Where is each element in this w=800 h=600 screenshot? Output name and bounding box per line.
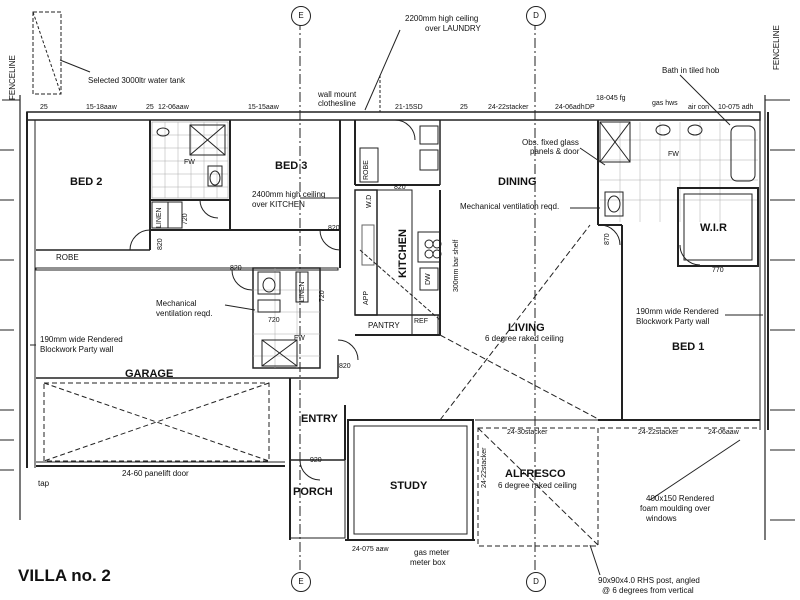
room-alfresco: ALFRESCO [505,468,566,480]
room-garage: GARAGE [125,368,174,380]
grid-bubble-d-bottom: D [526,572,546,592]
top-dim-3: 12-06aaw [158,104,189,111]
grid-bubble-e-bottom: E [291,572,311,592]
mech-vent-note-2a: Mechanical [156,299,197,308]
gas-meter-note-1: gas meter [414,548,450,557]
dim-820-laundry: 820 [394,184,406,191]
room-study: STUDY [390,480,428,492]
floor-waste-bath: FW [294,335,305,342]
north-wall [26,111,761,121]
fenceline-right-label: FENCELINE [772,25,781,70]
grid-bubble-d-top: D [526,6,546,26]
wir-walls [677,187,759,267]
mech-vent-note-1: Mechanical ventilation reqd. [460,202,560,211]
bed1-stacker-dim: 24-22stacker [638,429,679,436]
garage-car-outline [43,382,270,462]
post-note-1: 90x90x4.0 RHS post, angled [598,576,700,585]
dim-720-bed2: 720 [182,213,189,225]
room-linen-bath: LINEN [299,281,306,302]
top-dim-8: 24-06adh [555,104,585,111]
ceiling-kitchen-note-1: 2400mm high ceiling [252,190,326,199]
top-dim-1: 15-18aaw [86,104,117,111]
alfresco-raked-note: 6 degree raked ceiling [498,481,577,490]
alfresco-stacker-dim: 24-22stacker [481,447,488,488]
floor-waste-bed2: FW [184,159,195,166]
dishwasher-label: DW [425,273,432,285]
bed1-window-dim: 24-06aaw [708,429,739,436]
room-bed2: BED 2 [70,176,103,188]
room-entry: ENTRY [301,413,338,425]
grid-bubble-e-top: E [291,6,311,26]
room-porch: PORCH [293,486,333,498]
appliance-label: APP [363,290,370,305]
top-dim-7: 24-22stacker [488,104,529,111]
garage-walls [35,267,339,271]
dim-820-hall: 820 [230,265,242,272]
foam-note-1: 400x150 Rendered [646,494,715,503]
living-stacker-dim: 24-30stacker [507,429,548,436]
room-living: LIVING [508,322,545,334]
party-wall-right-2: Blockwork Party wall [636,317,710,326]
room-bed3: BED 3 [275,160,308,172]
dim-770: 770 [712,267,724,274]
room-dining: DINING [498,176,537,188]
dim-870: 870 [604,233,611,245]
top-dim-4: 15-15aaw [248,104,279,111]
room-robe-laundry: ROBE [363,160,370,180]
room-bed1: BED 1 [672,341,705,353]
top-dim-9: DP [585,104,595,111]
top-dim-13: 10-075 adh [718,104,754,111]
bath-note: Bath in tiled hob [662,66,720,75]
party-wall-left-1: 190mm wide Rendered [40,335,123,344]
dim-720-bath: 720 [268,317,280,324]
dim-820-bed2: 820 [157,238,164,250]
dim-820-bed3: 820 [328,225,340,232]
obs-glass-note-2: panels & door [530,147,580,156]
water-tank [32,11,62,95]
mech-vent-note-2b: ventilation reqd. [156,309,213,318]
room-pantry: PANTRY [368,321,400,330]
clothesline-note-1: wall mount [318,90,357,99]
plan-title: VILLA no. 2 [18,566,111,585]
room-robe-bed2: ROBE [56,253,79,262]
study-window-dim: 24-075 aaw [352,546,389,553]
water-tank-note: Selected 3000ltr water tank [88,76,185,85]
gas-meter-note-2: meter box [410,558,446,567]
dim-920: 920 [310,457,322,464]
tap-note: tap [38,479,50,488]
top-dim-2: 25 [146,104,154,111]
top-dim-5: 21-15SD [395,104,423,111]
bar-shelf-note: 300mm bar shelf [453,239,460,292]
top-dim-12: air con [688,104,710,111]
top-dim-6: 25 [460,104,468,111]
clothesline-note-2: clothesline [318,99,356,108]
ensuite-tile-grid [151,121,229,199]
post-note-2: @ 6 degrees from vertical [602,586,694,595]
floor-waste-master: FW [668,151,679,158]
obs-glass-note-1: Obs. fixed glass [522,138,579,147]
room-linen-bed2: LINEN [156,207,163,228]
top-dim-10: 18-045 fg [596,95,626,102]
ceiling-laundry-note-2: over LAUNDRY [425,24,481,33]
party-wall-left-2: Blockwork Party wall [40,345,114,354]
room-ref: REF [414,318,428,325]
ceiling-kitchen-note-2: over KITCHEN [252,200,305,209]
dim-820-garage: 820 [339,363,351,370]
panelift-door-note: 24-60 panelift door [122,469,189,478]
fenceline-left-label: FENCELINE [8,55,17,100]
room-kitchen: KITCHEN [397,229,409,278]
top-dim-0: 25 [40,104,48,111]
top-dim-11: gas hws [652,100,678,107]
alfresco-outline [477,427,599,547]
porch-outline [289,459,346,539]
party-wall-right-1: 190mm wide Rendered [636,307,719,316]
ceiling-laundry-note-1: 2200mm high ceiling [405,14,479,23]
dim-720-linen: 720 [319,290,326,302]
foam-note-3: windows [646,514,677,523]
room-wir: W.I.R [700,222,727,234]
room-wd: W.D [366,194,373,208]
foam-note-2: foam moulding over [640,504,711,513]
living-raked-note: 6 degree raked ceiling [485,334,564,343]
